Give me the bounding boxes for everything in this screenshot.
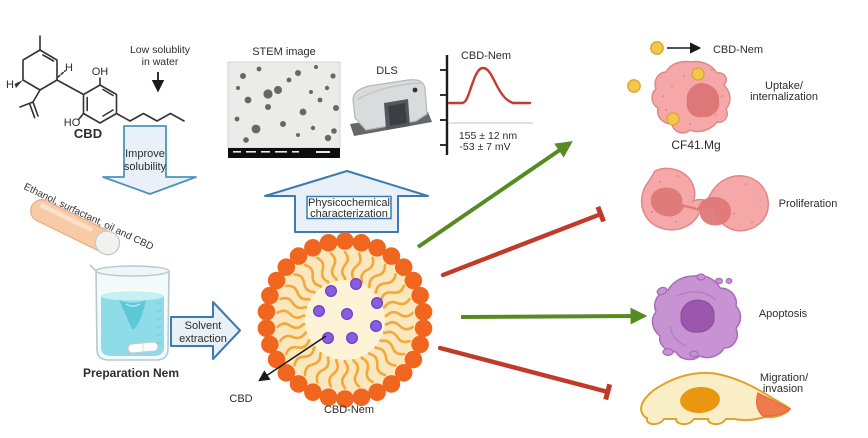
cell-line-label: CF41.Mg [671,138,721,152]
dls-instrument [350,79,432,136]
improve-solubility-arrow [102,125,197,195]
h-stereo-top-label: H [65,62,73,74]
solvent-arrow-line1: Solvent [184,320,222,332]
improve-arrow-line2: solubility [123,161,167,173]
cbdnem-legend-label: CBD-Nem [712,44,764,56]
cbd-molecule-label: CBD [73,126,103,141]
apoptosis-arrow-green [460,307,648,325]
dls-label: DLS [376,65,398,77]
solvent-arrow-line2: extraction [179,333,227,345]
hydroxyl-bottom-label: HO [63,117,81,129]
uptake-label-line1: Uptake/ [765,80,803,92]
h-stereo-left-label: H [6,79,14,91]
improve-arrow-line1: Improve [125,148,165,160]
zeta-value: -53 ± 7 mV [459,141,511,153]
cbd-dots [313,278,384,345]
cbd-structure [14,35,185,124]
migration-inhibit-line [437,345,613,401]
cbd-pointer-arrow [258,335,327,382]
cbdnem-legend-dot [650,41,664,55]
uptake-cell [627,60,731,134]
solubility-note-line1: Low solublity [129,44,191,56]
reagent-tube [30,199,121,256]
proliferation-inhibit-line [440,205,606,278]
stem-title: STEM image [252,46,316,58]
physicochemical-line2: characterization [310,207,388,220]
beaker-label: Preparation Nem [82,366,180,380]
apoptosis-cell [651,273,742,361]
hydroxyl-top-label: OH [91,66,109,78]
proliferation-cell [640,167,769,232]
physicochemical-arrow [264,170,429,233]
physicochemical-line1: Physicochemical [308,197,390,209]
cbdnem-legend [650,41,702,55]
stem-micrograph [227,61,341,158]
nanoemulsion-micelle [255,230,435,410]
micelle-cbd-label: CBD [229,393,253,405]
micelle-cbdnem-label: CBD-Nem [323,404,375,416]
solvent-extraction-arrow [170,301,241,360]
chart-title: CBD-Nem [460,50,512,62]
uptake-label-line2: internalization [750,91,818,103]
migration-label-line2: invasion [762,383,804,395]
apoptosis-label: Apoptosis [758,308,808,320]
proliferation-label: Proliferation [778,198,838,210]
preparation-beaker [89,264,170,361]
migration-cell [640,371,792,426]
dls-size-chart [440,55,533,155]
solubility-note-line2: in water [141,56,179,68]
uptake-arrow-green [416,141,573,249]
migration-label-line1: Migration/ [759,372,809,384]
size-distribution-curve [447,66,532,105]
size-value: 155 ± 12 nm [458,130,518,142]
